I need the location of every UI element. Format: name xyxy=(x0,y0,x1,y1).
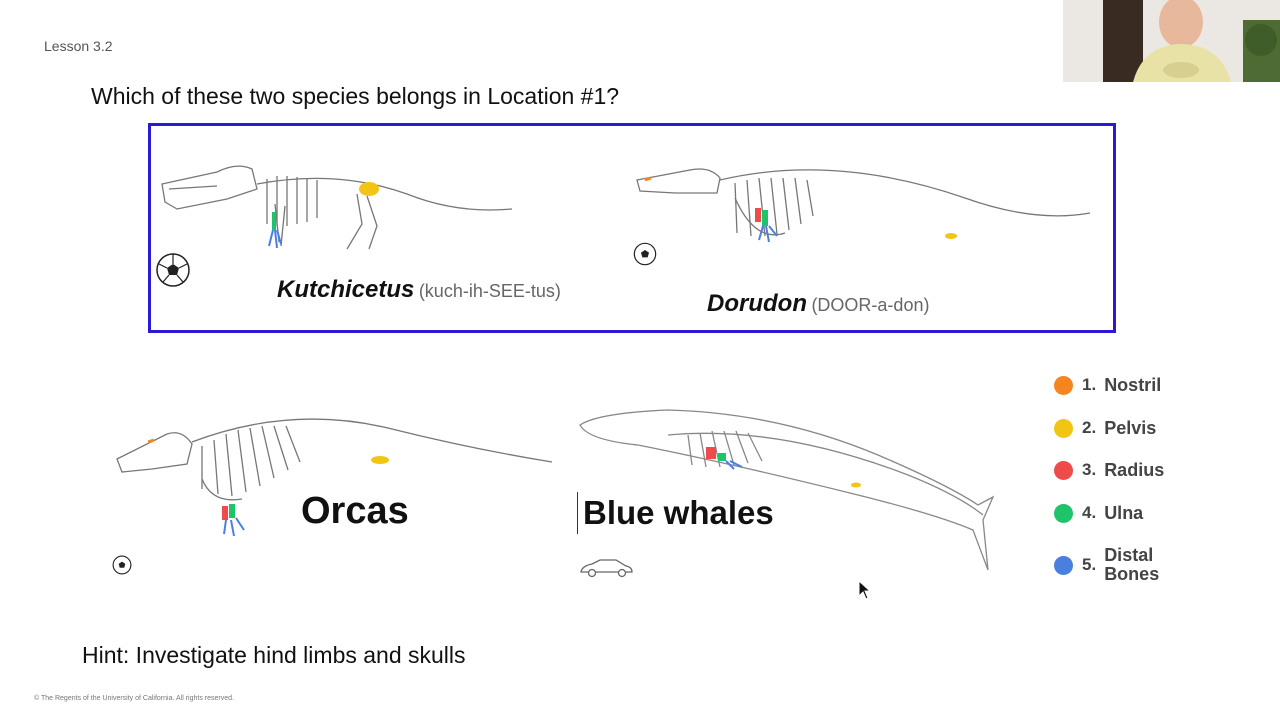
orca-skeleton xyxy=(116,418,553,537)
copyright-text: © The Regents of the University of Calif… xyxy=(34,695,234,702)
car-icon xyxy=(580,559,633,578)
kutchicetus-skeleton xyxy=(161,165,513,250)
legend-dot xyxy=(1054,418,1073,438)
dorudon-name: Dorudon xyxy=(707,290,807,317)
blue-whales-label: Blue whales xyxy=(583,494,774,531)
legend-label: Pelvis xyxy=(1104,417,1157,438)
legend-dot xyxy=(1054,503,1073,523)
hint-text: Hint: Investigate hind limbs and skulls xyxy=(82,642,466,668)
legend-item-pelvis: 2. Pelvis xyxy=(1054,418,1156,438)
legend-item-distal-bones: 5. Distal Bones xyxy=(1054,546,1174,584)
legend-label: Distal Bones xyxy=(1104,545,1160,584)
legend-number: 1. xyxy=(1082,375,1097,394)
soccer-ball-icon xyxy=(633,242,657,266)
legend-item-nostril: 1. Nostril xyxy=(1054,375,1161,395)
legend-number: 4. xyxy=(1082,503,1097,522)
dorudon-skeleton xyxy=(636,168,1091,243)
legend-number: 2. xyxy=(1082,418,1097,437)
lesson-label: Lesson 3.2 xyxy=(44,38,113,54)
question-text: Which of these two species belongs in Lo… xyxy=(91,83,620,109)
legend-dot xyxy=(1054,555,1073,575)
presenter-image xyxy=(1063,0,1280,82)
dorudon-label: Dorudon (DOOR-a-don) xyxy=(707,290,929,318)
soccer-ball-icon xyxy=(112,555,132,575)
orcas-label: Orcas xyxy=(301,490,409,532)
legend-item-radius: 3. Radius xyxy=(1054,460,1164,480)
legend-dot xyxy=(1054,375,1073,395)
legend-number: 3. xyxy=(1082,460,1097,479)
blue-whale-skeleton xyxy=(579,409,995,571)
kutchicetus-name: Kutchicetus xyxy=(277,276,415,303)
candidate-species-panel: Kutchicetus (kuch-ih-SEE-tus) Dorudon (D… xyxy=(148,123,1116,333)
dorudon-pronunciation: (DOOR-a-don) xyxy=(811,295,930,315)
webcam-video xyxy=(1063,0,1280,82)
mouse-cursor-icon xyxy=(858,580,872,600)
legend-label: Radius xyxy=(1104,459,1165,480)
legend-label: Ulna xyxy=(1104,502,1144,523)
kutchicetus-label: Kutchicetus (kuch-ih-SEE-tus) xyxy=(277,276,561,304)
legend-item-ulna: 4. Ulna xyxy=(1054,503,1143,523)
legend-number: 5. xyxy=(1082,555,1097,574)
kutchicetus-pronunciation: (kuch-ih-SEE-tus) xyxy=(418,281,561,301)
legend-dot xyxy=(1054,460,1073,480)
soccer-ball-icon xyxy=(156,253,190,287)
divider-line xyxy=(577,492,578,534)
legend-label: Nostril xyxy=(1104,374,1162,395)
